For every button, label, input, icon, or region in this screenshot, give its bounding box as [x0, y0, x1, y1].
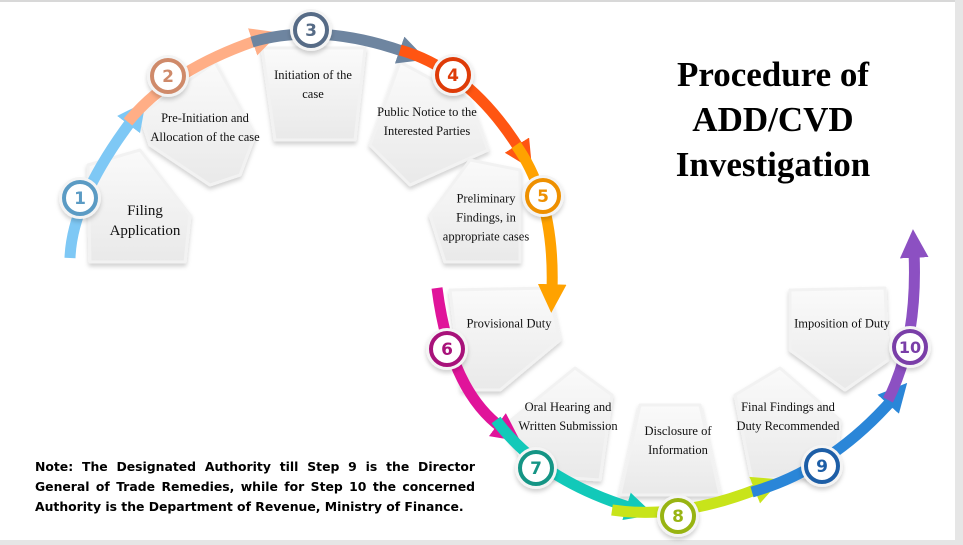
step-5-badge: 5 [522, 175, 564, 217]
step-8-label: Disclosure of Information [644, 424, 712, 457]
step-1-label: Filing Application [109, 203, 181, 239]
step-2-badge: 2 [147, 55, 189, 97]
diagram-title: Procedure of ADD/CVD Investigation [640, 52, 906, 187]
step-6-card [448, 286, 562, 392]
step-10-card [788, 286, 890, 392]
step-10-badge: 10 [889, 326, 931, 368]
step-number: 8 [672, 507, 684, 527]
step-number: 5 [537, 187, 549, 207]
step-5-label: Preliminary Findings, in appropriate cas… [442, 191, 530, 244]
step-number: 10 [899, 338, 921, 357]
step-number: 9 [816, 457, 828, 477]
step-3-badge: 3 [290, 9, 332, 51]
step-number: 6 [441, 340, 453, 360]
right-border [955, 0, 963, 545]
step-8-card [618, 403, 722, 497]
step-3-label: Initiation of the case [274, 68, 352, 101]
step-number: 2 [162, 67, 174, 87]
step-1-card [86, 148, 192, 264]
step-6-label: Provisional Duty [466, 316, 552, 331]
step-9-badge: 9 [801, 445, 843, 487]
step-4-label: Public Notice to the Interested Parties [377, 105, 477, 138]
step-9-label: Final Findings and Duty Recommended [736, 400, 840, 433]
step-6-arrow [431, 287, 521, 442]
step-10-label: Imposition of Duty [794, 316, 890, 331]
title-line-3: Investigation [675, 145, 871, 184]
note-text: Note: The Designated Authority till Step… [35, 459, 475, 514]
step-1-badge: 1 [59, 177, 101, 219]
step-6-badge: 6 [426, 328, 468, 370]
step-4-card [368, 60, 490, 187]
step-8-badge: 8 [657, 495, 699, 537]
step-7-label: Oral Hearing and Written Submission [518, 400, 618, 433]
title-line-1: Procedure of [676, 55, 870, 94]
step-2-label: Pre-Initiation and Allocation of the cas… [150, 111, 260, 144]
step-5-card [428, 158, 522, 264]
step-3-card [260, 46, 367, 142]
step-7-badge: 7 [515, 447, 557, 489]
step-4-badge: 4 [432, 54, 474, 96]
step-number: 7 [530, 459, 542, 479]
title-line-2: ADD/CVD [692, 100, 854, 139]
step-number: 1 [74, 189, 86, 209]
step-number: 3 [305, 21, 317, 41]
step-number: 4 [447, 66, 459, 86]
top-border [0, 0, 963, 2]
bottom-border [0, 540, 963, 545]
